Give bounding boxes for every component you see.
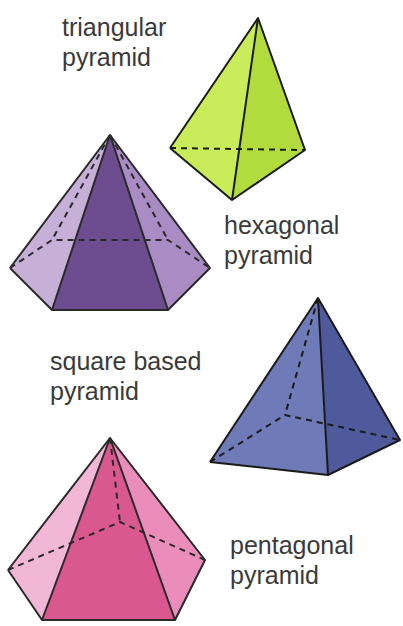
triangular-pyramid: [170, 18, 305, 200]
hexagonal-pyramid: [10, 135, 210, 310]
shape-name-label: square based pyramid: [50, 346, 250, 406]
shape-name-label: pentagonal pyramid: [230, 530, 400, 590]
shape-name-label: hexagonal pyramid: [224, 210, 394, 270]
square-based-pyramid: [210, 298, 400, 475]
shape-name-label: triangular pyramid: [62, 12, 227, 72]
pentagonal-pyramid: [8, 438, 205, 620]
